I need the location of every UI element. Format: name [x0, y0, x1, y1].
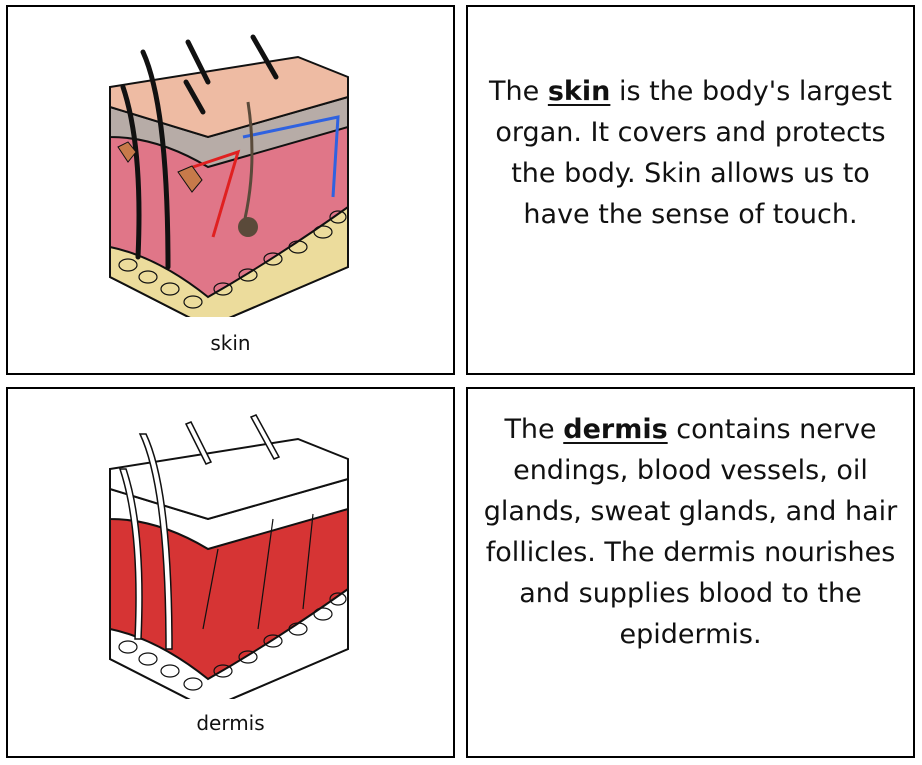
definition-term: dermis — [563, 414, 668, 445]
picture-card-dermis: dermis — [6, 387, 455, 758]
definition-text: The skin is the body's largest organ. It… — [478, 71, 903, 235]
dermis-cross-section-illustration — [109, 414, 349, 699]
definition-prefix: The — [489, 76, 548, 107]
definition-text: The dermis contains nerve endings, blood… — [478, 409, 903, 655]
picture-card-skin: skin — [6, 5, 455, 375]
definition-card-skin: The skin is the body's largest organ. It… — [466, 5, 915, 375]
definition-body: contains nerve endings, blood vessels, o… — [483, 414, 898, 650]
definition-body: is the body's largest organ. It covers a… — [495, 76, 892, 230]
definition-term: skin — [547, 76, 611, 107]
picture-label: dermis — [196, 711, 265, 735]
skin-cross-section-illustration — [109, 34, 349, 317]
definition-card-dermis: The dermis contains nerve endings, blood… — [466, 387, 915, 758]
picture-label: skin — [210, 331, 251, 355]
definition-prefix: The — [504, 414, 564, 445]
